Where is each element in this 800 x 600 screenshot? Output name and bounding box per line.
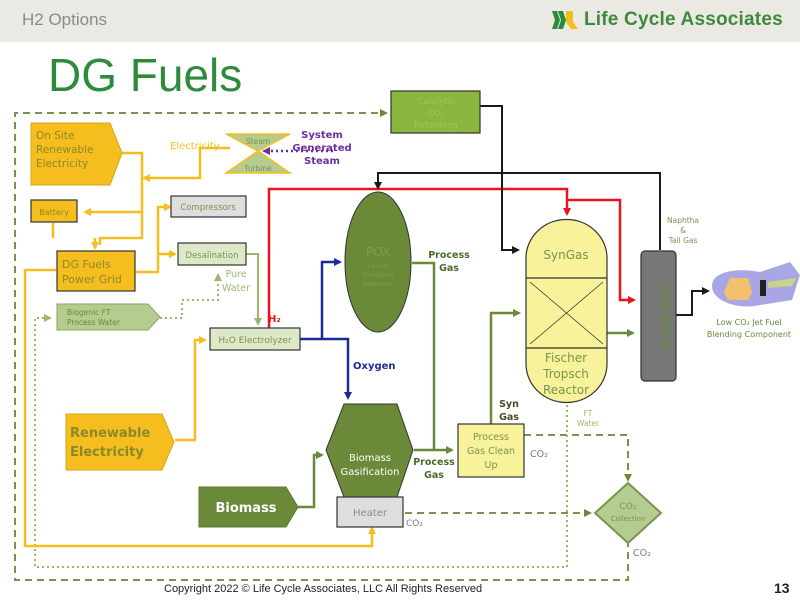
process-gas-lines <box>298 261 635 509</box>
pure-water-line1: Pure <box>225 269 246 280</box>
jet-fuel-line1: Low CO₂ Jet Fuel <box>716 318 781 327</box>
gasification-line2: Gasification <box>341 467 400 478</box>
process-gas-gasifier-line2: Gas <box>424 470 444 481</box>
jet-fuel-line2: Blending Component <box>707 330 791 339</box>
node-biomass[interactable]: Biomass <box>198 486 299 528</box>
biogenic-line2: Process Water <box>67 318 121 327</box>
co2-collection-line1: CO₂ <box>620 502 637 512</box>
upgrading-label: Upgrading <box>659 282 674 350</box>
node-compressors[interactable]: Compressors <box>170 195 247 218</box>
cleanup-line1: Process <box>473 432 509 443</box>
node-dg-power-grid[interactable]: DG Fuels Power Grid <box>56 250 136 292</box>
electricity-lines <box>23 146 376 548</box>
node-electrolyzer[interactable]: H₂O Electrolyzer <box>209 327 301 351</box>
ft-water-line2: Water <box>577 419 600 428</box>
reforming-line1: Catalytic <box>417 97 455 107</box>
lca-logo-icon <box>552 11 578 29</box>
renewable-electricity-line1: Renewable <box>70 426 150 441</box>
biogenic-line1: Biogenic FT <box>67 308 111 317</box>
ft-reactor-line1: Fischer <box>545 351 587 365</box>
copyright-footer: Copyright 2022 © Life Cycle Associates, … <box>164 583 483 595</box>
power-grid-line2: Power Grid <box>62 273 122 286</box>
pox-title: POX <box>366 245 390 259</box>
reforming-line3: Reforming <box>414 121 458 131</box>
node-battery[interactable]: Battery <box>30 199 78 223</box>
oxygen-label: Oxygen <box>353 361 396 372</box>
naphtha-line3: Tail Gas <box>668 236 698 245</box>
slide-header-bar: H2 Options Life Cycle Associates <box>0 0 800 42</box>
h2-label: H₂ <box>268 314 281 325</box>
pox-line4: Reformer <box>363 280 393 288</box>
node-ft-reactor[interactable]: SynGas Fischer Tropsch Reactor <box>525 218 608 404</box>
node-gas-cleanup[interactable]: Process Gas Clean Up <box>457 423 525 478</box>
page-number: 13 <box>774 580 790 596</box>
naphtha-line1: Naphtha <box>667 216 699 225</box>
ft-reactor-line2: Tropsch <box>542 367 589 381</box>
syngas-section-label: SynGas <box>543 248 588 262</box>
syn-gas-line2: Gas <box>499 412 519 423</box>
node-desalination[interactable]: Desalination <box>177 242 247 266</box>
node-jet-fuel-product: Low CO₂ Jet Fuel Blending Component <box>707 262 800 339</box>
heater-label: Heater <box>353 508 388 519</box>
ft-water-line1: FT <box>584 409 593 418</box>
company-logo: Life Cycle Associates <box>552 9 783 31</box>
syn-gas-line1: Syn <box>499 399 519 410</box>
section-label: H2 Options <box>22 10 108 29</box>
electricity-label: Electricity <box>170 141 220 152</box>
node-steam-turbine[interactable]: Steam Turbine <box>223 133 293 174</box>
oxygen-lines <box>300 258 352 400</box>
power-grid-line1: DG Fuels <box>62 258 111 271</box>
node-co2-collection[interactable]: CO₂ Collection <box>593 481 663 545</box>
node-onsite-renewable[interactable]: On Site Renewable Electricity <box>30 122 123 186</box>
cleanup-line3: Up <box>485 460 498 471</box>
battery-label: Battery <box>39 208 69 217</box>
node-renewable-electricity[interactable]: Renewable Electricity <box>65 413 175 471</box>
fuel-station-icon <box>724 278 752 300</box>
pox-line3: Oxidation <box>362 271 393 279</box>
process-gas-pox-line1: Process <box>428 250 470 261</box>
worker-icon <box>760 280 766 296</box>
steam-label-line2: Generated <box>292 143 351 154</box>
slide-title: DG Fuels <box>48 49 243 101</box>
hydrogen-lines <box>267 187 636 330</box>
node-heater[interactable]: Heater <box>336 496 404 528</box>
airplane-icon <box>768 278 796 288</box>
node-biomass-gasification[interactable]: Biomass Gasification <box>325 403 414 498</box>
pure-water-line2: Water <box>222 283 250 294</box>
renewable-electricity-line2: Electricity <box>70 445 144 460</box>
compressors-label: Compressors <box>180 203 236 213</box>
co2-collection-line2: Collection <box>611 515 646 523</box>
electrolyzer-label: H₂O Electrolyzer <box>218 336 292 346</box>
steam-turbine-top: Steam <box>246 137 270 146</box>
carbon-lines <box>374 105 710 316</box>
steam-label-line1: System <box>301 130 343 141</box>
onsite-renewable-line1: On Site <box>36 130 74 142</box>
node-upgrading[interactable]: Upgrading <box>640 250 677 382</box>
onsite-renewable-line3: Electricity <box>36 158 88 170</box>
node-pox-reformer[interactable]: POX Partial Oxidation Reformer <box>344 191 412 333</box>
process-gas-gasifier-line1: Process <box>413 457 455 468</box>
node-catalytic-reforming[interactable]: Catalytic CO₂ Reforming <box>390 90 481 134</box>
node-biogenic-water[interactable]: Biogenic FT Process Water <box>56 303 161 331</box>
process-gas-pox-line2: Gas <box>439 263 459 274</box>
naphtha-line2: & <box>680 226 686 235</box>
co2-out-label: CO₂ <box>633 548 651 559</box>
co2-heater-label: CO₂ <box>406 519 423 529</box>
pox-line2: Partial <box>368 262 389 270</box>
steam-turbine-bottom: Turbine <box>243 164 272 173</box>
desalination-label: Desalination <box>185 251 238 261</box>
onsite-renewable-line2: Renewable <box>36 144 93 156</box>
reforming-line2: CO₂ <box>428 109 444 119</box>
logo-text: Life Cycle Associates <box>584 9 783 30</box>
water-recycle-loop <box>34 273 568 568</box>
cleanup-line2: Gas Clean <box>467 446 515 457</box>
co2-cleanup-label: CO₂ <box>530 449 548 460</box>
gasification-line1: Biomass <box>349 453 391 464</box>
steam-label-line3: Steam <box>304 156 340 167</box>
ft-reactor-line3: Reactor <box>543 383 589 397</box>
co2-recycle-loop <box>14 109 632 581</box>
pure-water-line <box>246 253 262 326</box>
biomass-label: Biomass <box>215 501 276 516</box>
